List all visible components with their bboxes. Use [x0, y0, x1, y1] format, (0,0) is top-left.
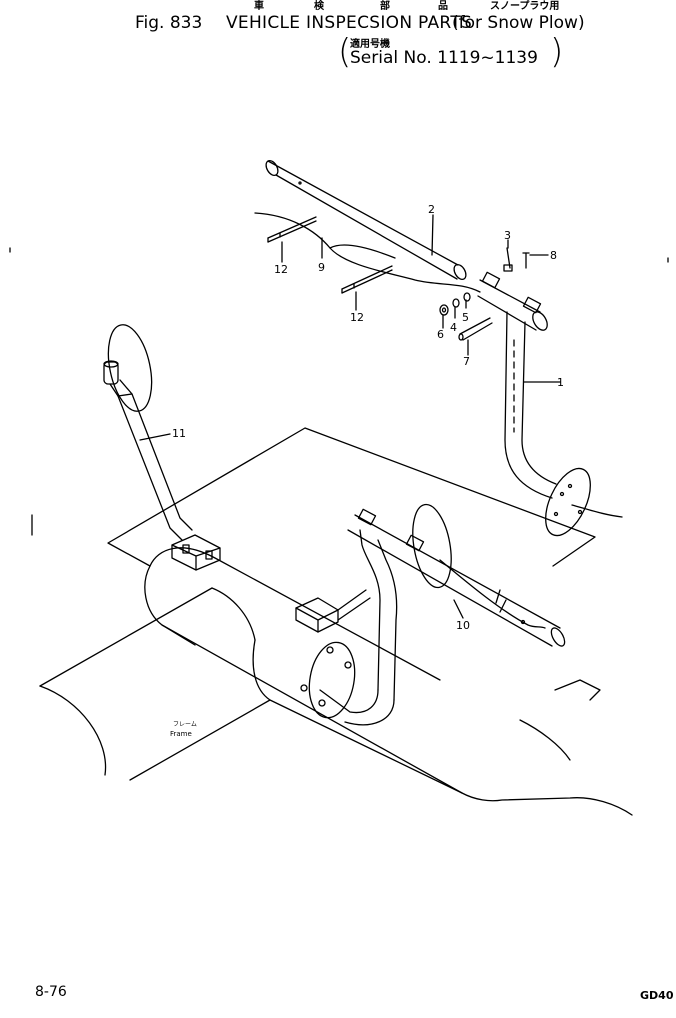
callout-1: 1: [557, 376, 564, 389]
serial-paren-left: (: [338, 32, 352, 72]
frame-beam: [144, 565, 633, 816]
part-1-bracket: [477, 271, 623, 537]
callout-5: 5: [462, 311, 469, 324]
part-2-tube: [265, 159, 467, 281]
jp-title-part: 部: [380, 1, 390, 12]
lower-assembly: [39, 324, 633, 816]
callout-6: 6: [437, 328, 444, 341]
jp-title-part: 車: [254, 1, 264, 12]
ground-plane: [107, 427, 596, 567]
part-3-bolt: [503, 247, 513, 272]
part-11-mirror: [103, 324, 221, 571]
model-code: GD40: [640, 989, 674, 1002]
serial-range: Serial No. 1119~1139: [350, 48, 538, 68]
part-5-washer: [463, 292, 471, 302]
frame-label: Frame: [170, 730, 192, 738]
upper-assembly: [254, 159, 623, 537]
callout-10: 10: [456, 619, 470, 632]
part-10-assembly: [295, 503, 566, 726]
part-8-screw: [522, 252, 530, 269]
page-number: 8-76: [35, 984, 67, 1000]
part-9-wire: [254, 212, 481, 293]
jp-title-part: スノープラウ用: [490, 1, 560, 12]
title-suffix: (for Snow Plow): [452, 13, 585, 33]
callout-12-upper: 12: [274, 263, 288, 276]
callout-11: 11: [172, 427, 186, 440]
callout-12-lower: 12: [350, 311, 364, 324]
part-12-pin-lower: [341, 265, 393, 294]
callout-2: 2: [428, 203, 435, 216]
page-title: VEHICLE INSPECSION PARTS: [226, 13, 473, 33]
frame-label-jp: フレーム: [173, 721, 197, 728]
callout-8: 8: [550, 249, 557, 262]
callout-3: 3: [504, 229, 511, 242]
part-6-nut: [439, 304, 449, 316]
jp-serial-label: 適用号機: [350, 39, 390, 50]
serial-paren-right: ): [550, 32, 564, 72]
leader-11: [139, 433, 171, 441]
callout-4: 4: [450, 321, 457, 334]
callout-9: 9: [318, 261, 325, 274]
part-9-wire-2: [329, 244, 396, 259]
part-7-pin: [458, 317, 493, 341]
leader-2: [431, 214, 434, 256]
callout-7: 7: [463, 355, 470, 368]
jp-title-part: 品: [438, 1, 448, 12]
part-4-washer: [452, 298, 460, 308]
figure-number: Fig. 833: [135, 13, 203, 33]
leader-10: [453, 599, 464, 619]
part-12-pin-upper: [267, 216, 317, 243]
jp-title-part: 検: [314, 1, 324, 12]
